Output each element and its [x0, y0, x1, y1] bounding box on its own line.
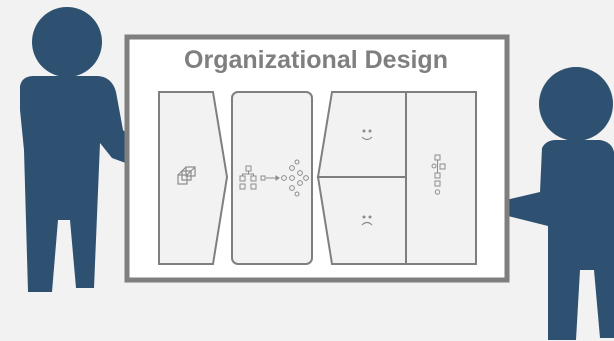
panel-structure [405, 91, 477, 265]
person-right [506, 67, 614, 340]
person-left-head [32, 7, 102, 77]
person-left-body [20, 76, 131, 292]
smiley-face-icon [361, 129, 373, 141]
vertical-hierarchy-icon [431, 154, 446, 195]
panel-outcome-negative [316, 176, 407, 265]
panel-outcome-positive [316, 91, 407, 178]
org-chart-to-network-icon [239, 159, 309, 197]
board-title: Organizational Design [184, 46, 448, 74]
person-right-head [539, 67, 613, 141]
person-right-body [506, 140, 614, 340]
person-left [20, 7, 131, 292]
sad-face-icon [361, 215, 373, 226]
stacked-cubes-icon [177, 166, 196, 185]
panel-input [158, 91, 229, 265]
